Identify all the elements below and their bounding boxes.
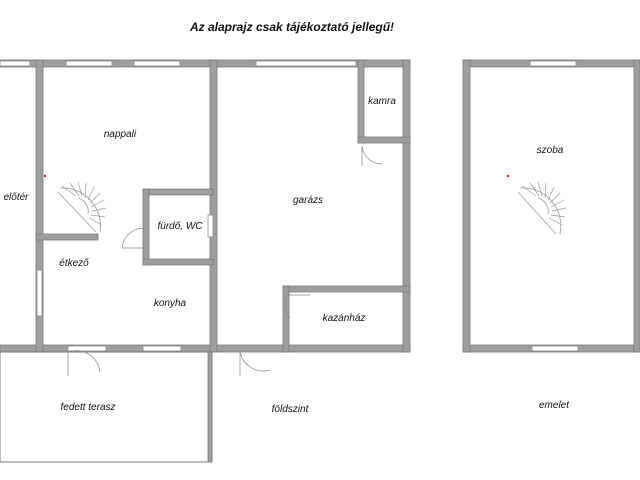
wall-kazanhaz-left: [282, 285, 290, 353]
marker-dot-ground: [43, 174, 47, 178]
upper-window-top: [529, 60, 577, 67]
window-konyha: [142, 345, 182, 352]
window-nappali-2: [133, 60, 181, 67]
spiral-stair-ground: [57, 181, 107, 233]
label-garazs: garázs: [293, 195, 323, 206]
ground-floor-windows: [0, 60, 357, 352]
label-eloter: előtér: [3, 192, 29, 203]
upper-window-bottom: [531, 345, 579, 352]
label-kamra: kamra: [368, 96, 396, 107]
window-nappali-1: [65, 60, 113, 67]
wall-kazanhaz-top: [282, 285, 411, 293]
spiral-stair-upper: [517, 181, 567, 235]
wall-terrace-right: [207, 351, 213, 463]
window-garazs: [255, 60, 357, 67]
label-szoba: szoba: [537, 145, 564, 156]
wall-nappali-etkezo: [35, 233, 99, 241]
door-kazanhaz: [284, 294, 310, 319]
wall-kamra-bottom: [357, 136, 411, 144]
wall-right: [402, 59, 411, 353]
label-konyha: konyha: [154, 298, 187, 309]
label-furdo: fürdő, WC: [157, 221, 203, 232]
upper-wall-right: [633, 59, 640, 353]
window-eloter: [0, 60, 31, 67]
label-foldszint: földszint: [272, 404, 310, 415]
label-etkezo: étkező: [59, 258, 89, 269]
disclaimer-title: Az alaprajz csak tájékoztató jellegű!: [189, 20, 394, 34]
wall-bottom: [0, 344, 411, 353]
wall-furdo-left: [142, 188, 150, 266]
door-kamra: [361, 145, 383, 166]
upper-floor-walls: [462, 59, 640, 353]
door-terrace: [67, 350, 101, 376]
wall-furdo-top: [142, 188, 214, 196]
marker-dot-upper: [506, 174, 510, 178]
wall-nappali-garazs: [209, 59, 218, 353]
window-terrace: [67, 345, 107, 352]
door-furdo: [121, 227, 145, 249]
wall-kamra-left: [357, 59, 365, 144]
label-kazanhaz: kazánház: [323, 313, 366, 324]
upper-wall-left: [462, 59, 471, 353]
label-terasz: fedett terasz: [60, 402, 115, 413]
label-emelet: emelet: [539, 400, 570, 411]
window-etkezo: [36, 269, 43, 317]
wall-furdo-bottom: [142, 258, 214, 266]
ground-floor-walls: [0, 59, 411, 463]
ground-floor-doors: [67, 145, 383, 376]
door-garage-ext: [239, 351, 271, 376]
window-furdo: [207, 214, 214, 238]
label-nappali: nappali: [104, 129, 137, 140]
